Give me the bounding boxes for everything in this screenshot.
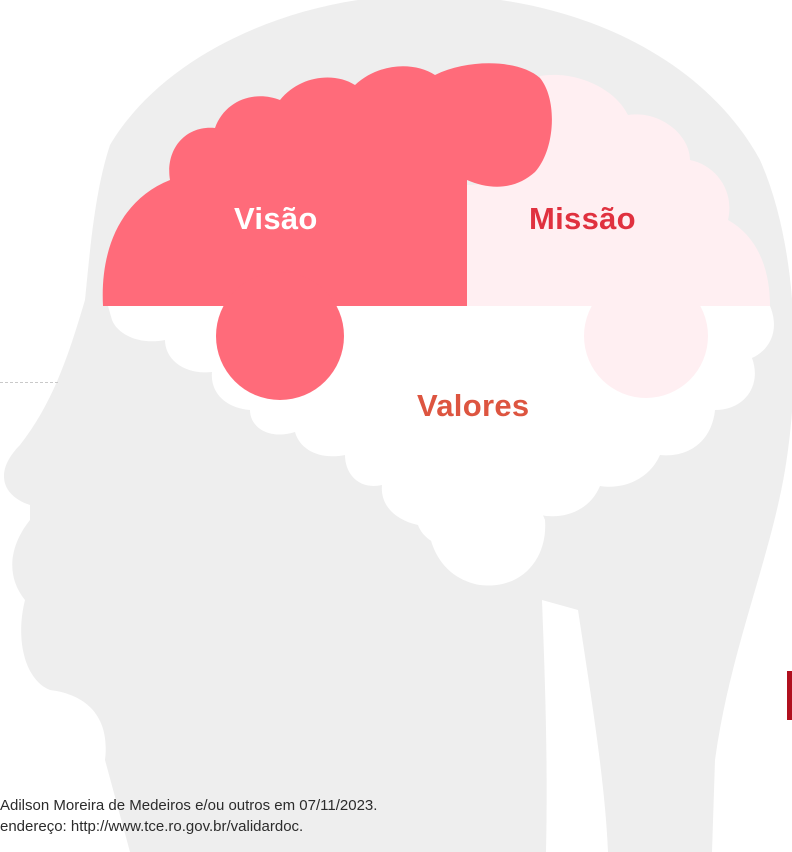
label-visao: Visão bbox=[234, 201, 318, 236]
label-valores: Valores bbox=[417, 388, 530, 423]
visao-lobe bbox=[216, 272, 344, 400]
label-missao: Missão bbox=[529, 201, 636, 236]
missao-lobe bbox=[584, 274, 708, 398]
footer-line-2: endereço: http://www.tce.ro.gov.br/valid… bbox=[0, 818, 304, 835]
signature-footer: Adilson Moreira de Medeiros e/ou outros … bbox=[0, 795, 377, 837]
side-accent-tab bbox=[787, 671, 792, 720]
valores-lobe bbox=[427, 480, 546, 586]
dashed-rule bbox=[0, 382, 58, 383]
footer-line-1: Adilson Moreira de Medeiros e/ou outros … bbox=[0, 797, 378, 814]
segment-missao bbox=[467, 74, 770, 306]
brain-stem bbox=[542, 600, 608, 852]
segment-visao bbox=[102, 63, 552, 307]
